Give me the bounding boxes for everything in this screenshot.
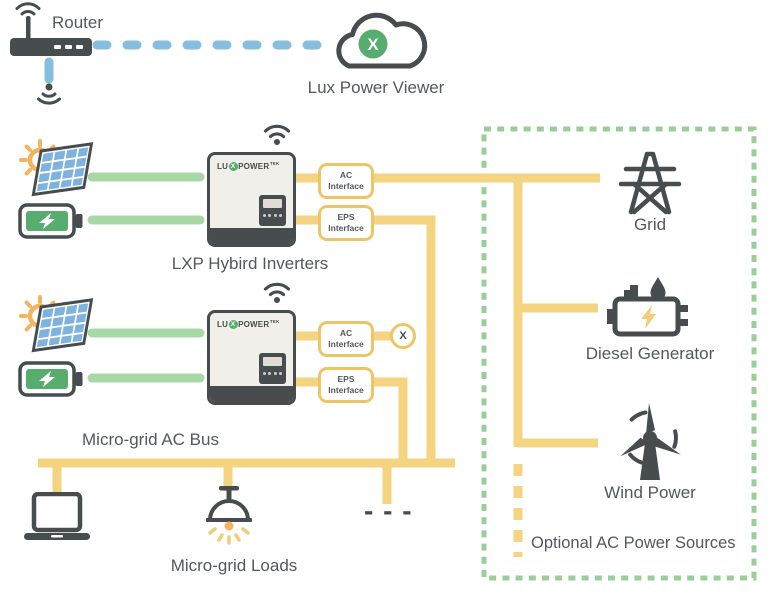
inverter-display	[259, 195, 286, 226]
ac-interface-2-line1: AC	[339, 328, 353, 339]
eps-interface-1-line2: Interface	[328, 223, 364, 233]
cloud-label: Lux Power Viewer	[307, 78, 445, 97]
solar-panel-icon-2	[19, 295, 94, 353]
lamp-rays	[208, 527, 250, 545]
bus-label: Micro-grid AC Bus	[82, 430, 219, 449]
laptop-icon	[24, 492, 90, 540]
solar-panel-icon	[19, 139, 94, 197]
inverter-keys	[259, 214, 286, 217]
diesel-generator-icon	[607, 277, 688, 337]
eps-interface-1-line1: EPS	[337, 212, 355, 223]
wind-turbine-icon	[620, 403, 681, 480]
inverter-screen-2	[263, 357, 282, 366]
generator-bolt-icon	[641, 305, 656, 329]
inverter-base-2	[210, 386, 293, 402]
generator-exhaust	[624, 285, 638, 300]
logo-x-badge-2: X	[228, 320, 238, 329]
optional-sources-frame	[481, 126, 757, 581]
lightning-bolt-icon	[39, 213, 55, 229]
ac-interface-1-line1: AC	[339, 170, 353, 181]
logo-suffix: POWER	[238, 162, 270, 171]
luxpower-logo-2: LU X POWER TEK	[217, 319, 280, 329]
logo-prefix: LU	[217, 162, 229, 171]
inverter1-wifi-icon	[263, 124, 291, 145]
cloud-icon: X	[336, 12, 428, 69]
inverter-unit-1: LU X POWER TEK	[207, 152, 296, 247]
grid-tower-icon	[618, 151, 682, 215]
logo-suffix-2: POWER	[238, 320, 270, 329]
ac-disconnect-marker: X	[390, 323, 416, 349]
lightning-bolt-icon-2	[39, 371, 55, 387]
inverter2-wifi-icon	[263, 282, 291, 303]
logo-prefix-2: LU	[217, 320, 229, 329]
eps-interface-2-line1: EPS	[337, 374, 355, 385]
more-loads-icon: - - -	[364, 495, 413, 526]
eps-interface-2-line2: Interface	[328, 385, 364, 395]
diesel-generator-label: Diesel Generator	[585, 344, 715, 363]
inverter-display-2	[259, 353, 286, 384]
logo-sup: TEK	[269, 161, 280, 166]
cloud-logo-letter: X	[367, 35, 379, 54]
wifi-signal-icon	[37, 83, 61, 105]
ac-interface-1-line2: Interface	[328, 181, 364, 191]
inverter-keys-2	[259, 372, 286, 375]
inverter-unit-2: LU X POWER TEK	[207, 310, 296, 405]
lamp-icon	[206, 486, 252, 545]
logo-x-badge: X	[228, 162, 238, 171]
grid-label: Grid	[633, 215, 667, 234]
cloud-logo-badge	[358, 29, 388, 59]
logo-sup-2: TEK	[269, 319, 280, 324]
optional-sources-caption: Optional AC Power Sources	[531, 534, 736, 552]
router-icon	[10, 2, 92, 56]
ac-interface-2-line2: Interface	[328, 339, 364, 349]
battery-icon-2	[18, 361, 83, 397]
wind-power-label: Wind Power	[604, 483, 696, 502]
inverter-base	[210, 228, 293, 244]
battery-icon	[18, 203, 83, 239]
inverter-screen	[263, 199, 282, 208]
loads-label: Micro-grid Loads	[170, 556, 298, 575]
luxpower-logo: LU X POWER TEK	[217, 161, 280, 171]
ac-interface-1: AC Interface	[318, 163, 374, 199]
eps-interface-1: EPS Interface	[318, 205, 374, 241]
ac-interface-2: AC Interface	[318, 321, 374, 357]
router-label: Router	[52, 13, 104, 32]
fuel-drop-icon	[650, 277, 666, 300]
eps-interface-2: EPS Interface	[318, 367, 374, 403]
lamp-glow	[224, 521, 234, 531]
inverters-label: LXP Hybird Inverters	[171, 254, 329, 273]
